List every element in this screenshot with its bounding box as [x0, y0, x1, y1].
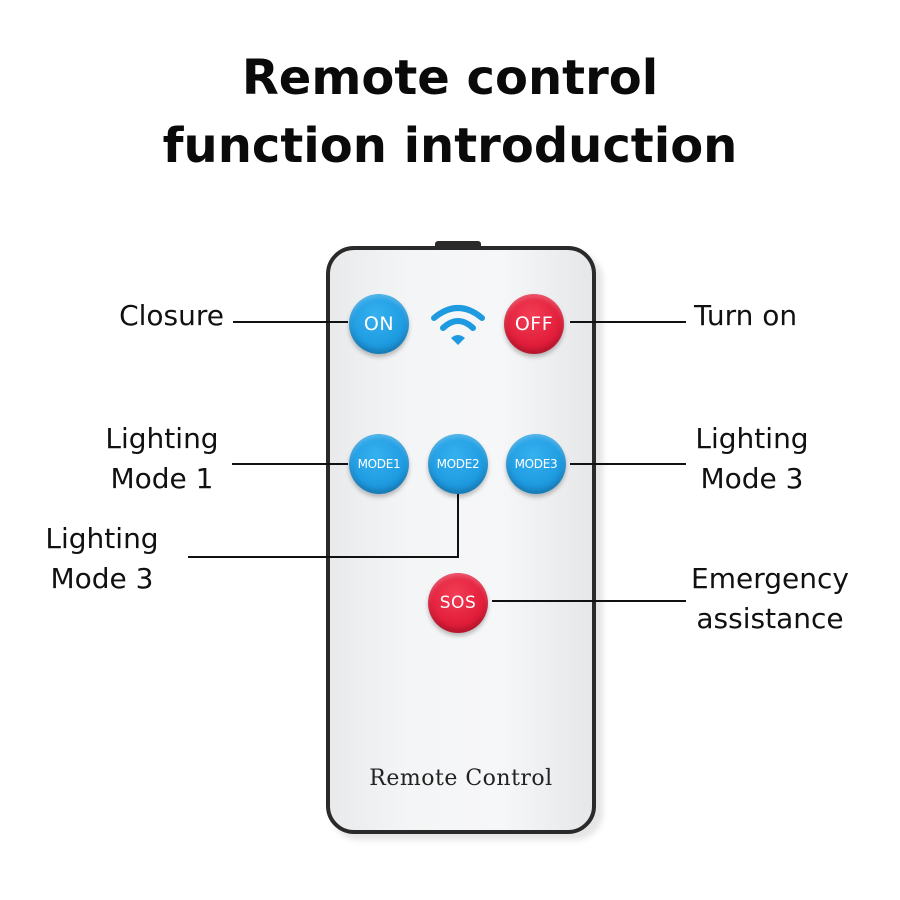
off-button-label: OFF	[514, 313, 554, 335]
remote-brand-text: Remote Control	[369, 766, 553, 791]
page-title-line-2: function introduction	[162, 118, 738, 174]
off-button[interactable]: OFF	[504, 294, 564, 354]
wifi-signal-icon	[431, 305, 485, 345]
remote-top-tab	[435, 241, 481, 249]
mode1-button[interactable]: MODE1	[349, 434, 409, 494]
on-button-label: ON	[363, 313, 395, 335]
callout-mode1-line1: Lighting	[105, 422, 219, 455]
mode3-button[interactable]: MODE3	[506, 434, 566, 494]
callout-mode1-line2: Mode 1	[110, 462, 214, 495]
sos-button[interactable]: SOS	[428, 573, 488, 633]
callout-off-text: Turn on	[694, 299, 798, 332]
page-title-line-1: Remote control	[241, 50, 659, 106]
mode1-button-label: MODE1	[357, 457, 401, 471]
callout-mode2-line1: Lighting	[45, 522, 159, 555]
callout-mode2-button: Lighting Mode 3	[22, 519, 182, 599]
callout-mode2-line2: Mode 3	[50, 562, 154, 595]
callout-on-text: Closure	[119, 299, 224, 332]
callout-sos-line1: Emergency	[691, 562, 849, 595]
callout-sos-button: Emergency assistance	[680, 559, 860, 639]
callout-mode1-button: Lighting Mode 1	[82, 419, 242, 499]
mode2-button-label: MODE2	[436, 457, 480, 471]
callout-on-button: Closure	[80, 296, 224, 336]
callout-mode3-button: Lighting Mode 3	[672, 419, 832, 499]
callout-sos-line2: assistance	[696, 602, 844, 635]
sos-button-label: SOS	[439, 593, 477, 613]
callout-mode3-line1: Lighting	[695, 422, 809, 455]
callout-mode3-line2: Mode 3	[700, 462, 804, 495]
mode2-button[interactable]: MODE2	[428, 434, 488, 494]
mode3-button-label: MODE3	[514, 457, 558, 471]
callout-off-button: Turn on	[694, 296, 797, 336]
on-button[interactable]: ON	[349, 294, 409, 354]
